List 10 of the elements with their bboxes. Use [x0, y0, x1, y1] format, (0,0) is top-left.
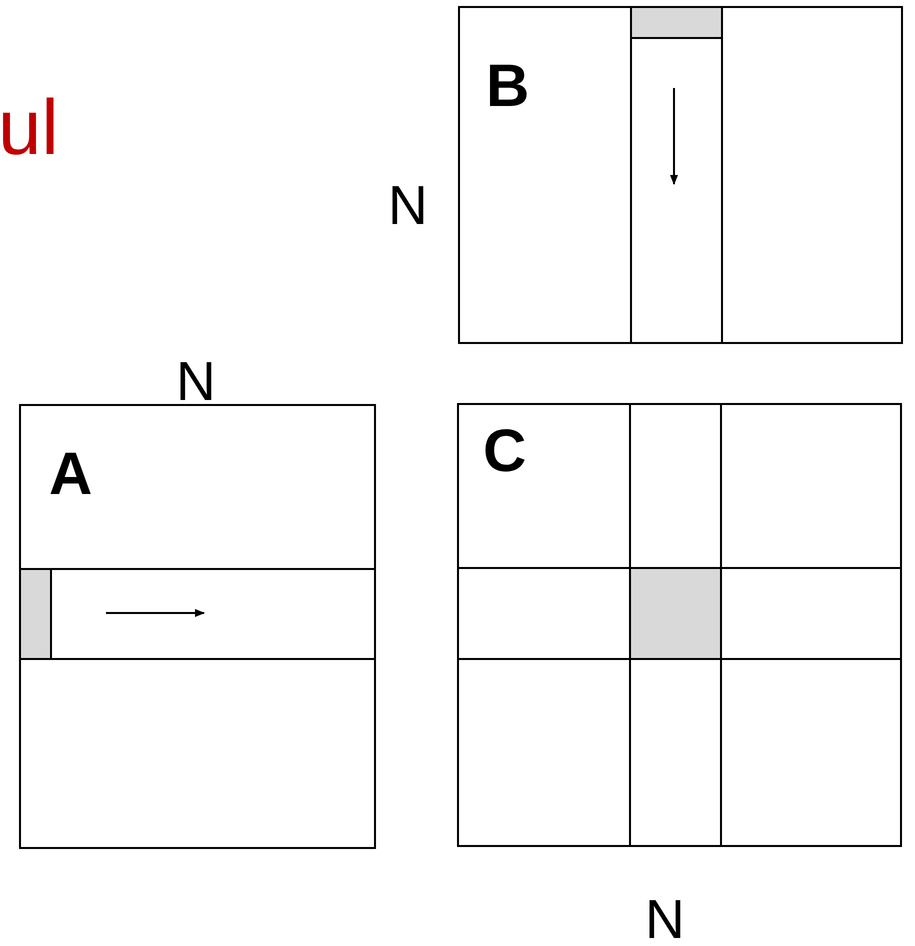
- matrix-box: [19, 404, 376, 849]
- matrix-box: [458, 6, 903, 344]
- matrix-label: A: [49, 444, 92, 504]
- matrix-box: [457, 403, 902, 847]
- matrix-label: C: [483, 421, 526, 481]
- dimension-label: N: [645, 892, 685, 946]
- matrix-label: B: [486, 56, 530, 116]
- dimension-label: N: [388, 178, 428, 233]
- dimension-label: N: [176, 354, 216, 409]
- title: ul: [0, 88, 59, 166]
